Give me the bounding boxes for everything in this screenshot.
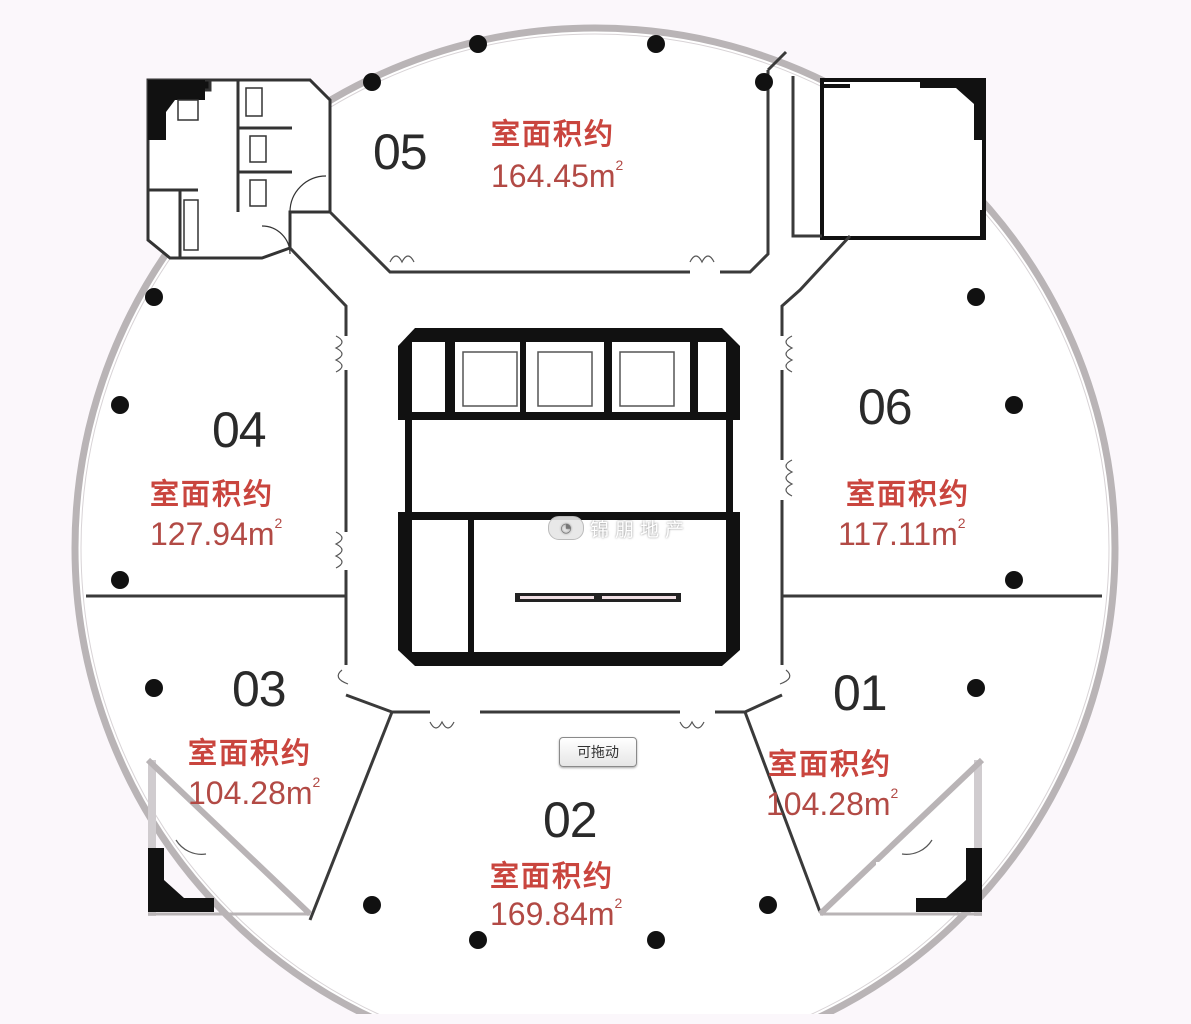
unit-number-03: 03: [232, 661, 287, 717]
area-label-04: 室面积约: [150, 477, 275, 511]
corridor-walls: [86, 234, 1102, 921]
area-value-03: 104.28m2: [188, 774, 321, 811]
corner-redaction-patch: [876, 862, 910, 912]
area-value-05: 164.45m2: [491, 157, 624, 194]
swirl-logo-icon: ◔: [548, 516, 584, 540]
watermark-text: 锦朋地产: [590, 518, 691, 541]
structural-columns: [111, 35, 1023, 949]
top-right-room: [820, 78, 986, 240]
core-redaction-patch: [510, 520, 686, 650]
area-label-05: 室面积约: [491, 117, 616, 151]
unit-number-06: 06: [858, 379, 913, 435]
draggable-button[interactable]: 可拖动: [559, 737, 637, 767]
area-label-06: 室面积约: [846, 477, 971, 511]
area-value-02: 169.84m2: [490, 895, 623, 932]
unit-number-02: 02: [543, 792, 598, 848]
area-value-04: 127.94m2: [150, 515, 283, 552]
stair-rail-icon: [515, 593, 681, 602]
unit-number-01: 01: [833, 665, 888, 721]
watermark: ◔ 锦朋地产: [548, 516, 691, 541]
area-label-02: 室面积约: [490, 859, 615, 893]
unit-number-04: 04: [212, 402, 267, 458]
area-value-01: 104.28m2: [766, 785, 899, 822]
unit-05-walls: [328, 50, 822, 274]
bottom-corner-blocks: [145, 757, 985, 917]
elevator-cars: [462, 351, 675, 407]
area-label-01: 室面积约: [768, 747, 893, 781]
area-label-03: 室面积约: [188, 736, 313, 770]
door-swings: [175, 255, 933, 855]
unit-number-05: 05: [373, 124, 428, 180]
restroom-block: [146, 78, 332, 260]
area-value-06: 117.11m2: [838, 515, 966, 552]
